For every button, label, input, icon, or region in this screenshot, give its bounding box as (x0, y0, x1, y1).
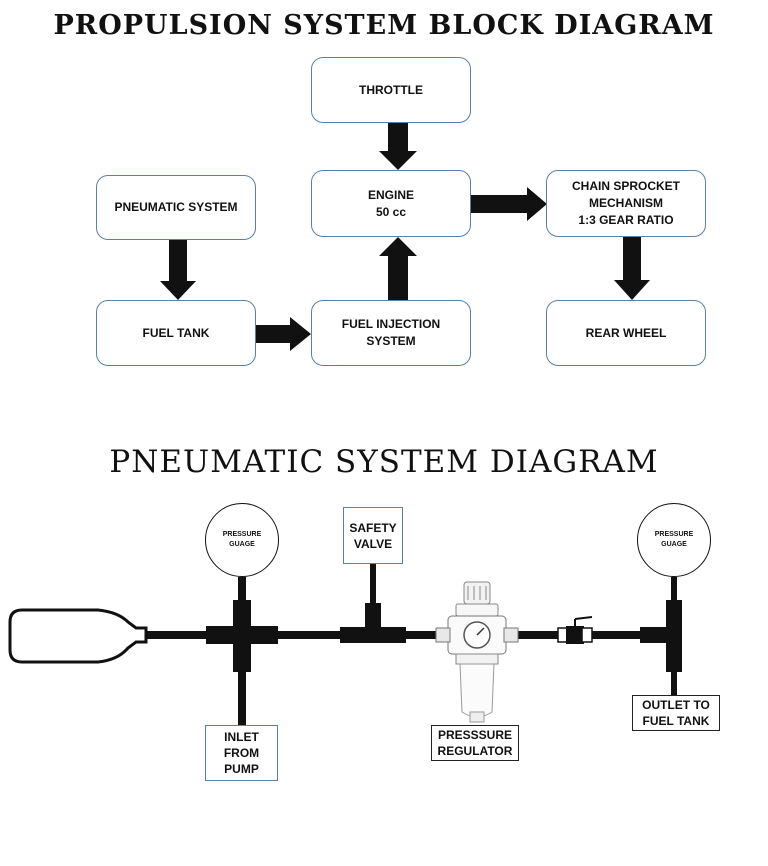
pressure-gauge-left: PRESSURE GUAGE (205, 503, 279, 577)
block-fuel-injection: FUEL INJECTION SYSTEM (311, 300, 471, 366)
label-inlet-from-pump: INLET FROM PUMP (205, 725, 278, 781)
block-chain-sprocket: CHAIN SPROCKET MECHANISM 1:3 GEAR RATIO (546, 170, 706, 237)
arrow-engine-to-sprocket (471, 187, 547, 221)
arrow-pneumatic-to-fueltank (160, 240, 196, 300)
block-throttle: THROTTLE (311, 57, 471, 123)
block-rear-wheel: REAR WHEEL (546, 300, 706, 366)
block-fuel-tank: FUEL TANK (96, 300, 256, 366)
ball-valve (557, 616, 593, 644)
block-engine: ENGINE 50 cc (311, 170, 471, 237)
arrow-fueltank-to-injection (256, 317, 311, 351)
gas-cylinder-shape (8, 608, 148, 664)
label-pressure-regulator: PRESSSURE REGULATOR (431, 725, 519, 761)
pressure-gauge-right: PRESSURE GUAGE (637, 503, 711, 577)
outlet-pipe (671, 670, 677, 696)
inlet-pipe (238, 670, 246, 726)
pneumatic-diagram-title: PNEUMATIC SYSTEM DIAGRAM (109, 444, 659, 480)
label-outlet-to-fuel-tank: OUTLET TO FUEL TANK (632, 695, 720, 731)
tee-fitting-right (666, 600, 682, 672)
safety-valve-stem (370, 563, 376, 605)
gauge-stem-right (671, 577, 677, 602)
block-pneumatic-system: PNEUMATIC SYSTEM (96, 175, 256, 240)
arrow-injection-to-engine (379, 237, 417, 300)
arrow-throttle-to-engine (379, 123, 417, 170)
block-diagram-title: PROPULSION SYSTEM BLOCK DIAGRAM (53, 10, 715, 41)
pressure-regulator-device (435, 581, 519, 723)
gauge-stem-left (238, 577, 246, 602)
arrow-sprocket-to-wheel (614, 237, 650, 300)
label-safety-valve: SAFETY VALVE (343, 507, 403, 564)
tee-fitting-safety (340, 627, 406, 643)
